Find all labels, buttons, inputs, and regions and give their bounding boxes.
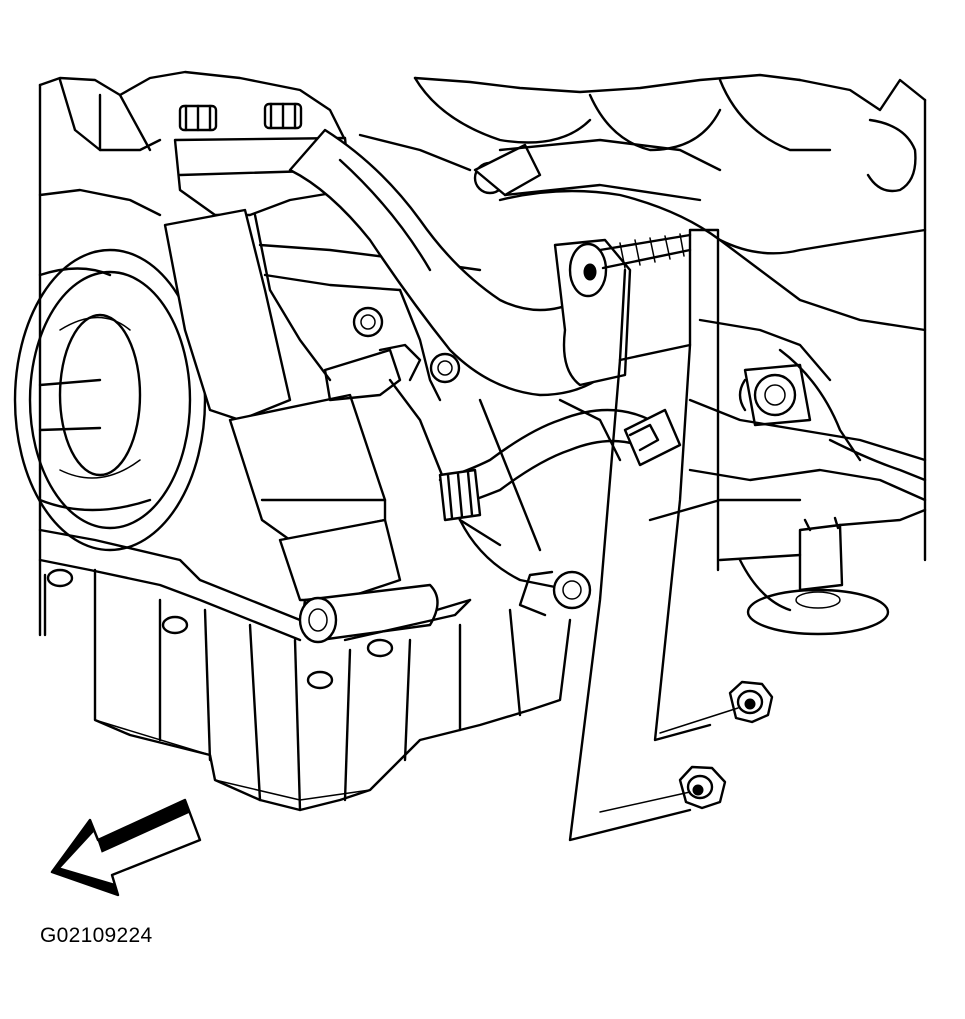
through-bolt-assembly: [298, 583, 472, 644]
engine-block-outline: [38, 70, 927, 637]
exhaust-pipe: [288, 128, 722, 397]
block-bolt-lower: [518, 570, 592, 617]
hex-nut-icon: [659, 680, 774, 734]
transmission-mount: [738, 363, 890, 636]
crankshaft-pulley: [13, 248, 207, 552]
coolant-hose: [438, 408, 682, 592]
callout-outline: [568, 228, 720, 842]
block-edge-right: [718, 508, 927, 612]
arrow-down-left-icon: [50, 798, 202, 897]
mount-flange: [553, 233, 692, 387]
engine-mount-bracket: [163, 102, 461, 602]
oil-pan: [38, 528, 572, 812]
figure-id-label: G02109224: [40, 924, 153, 947]
hex-nut-icon: [599, 765, 727, 813]
